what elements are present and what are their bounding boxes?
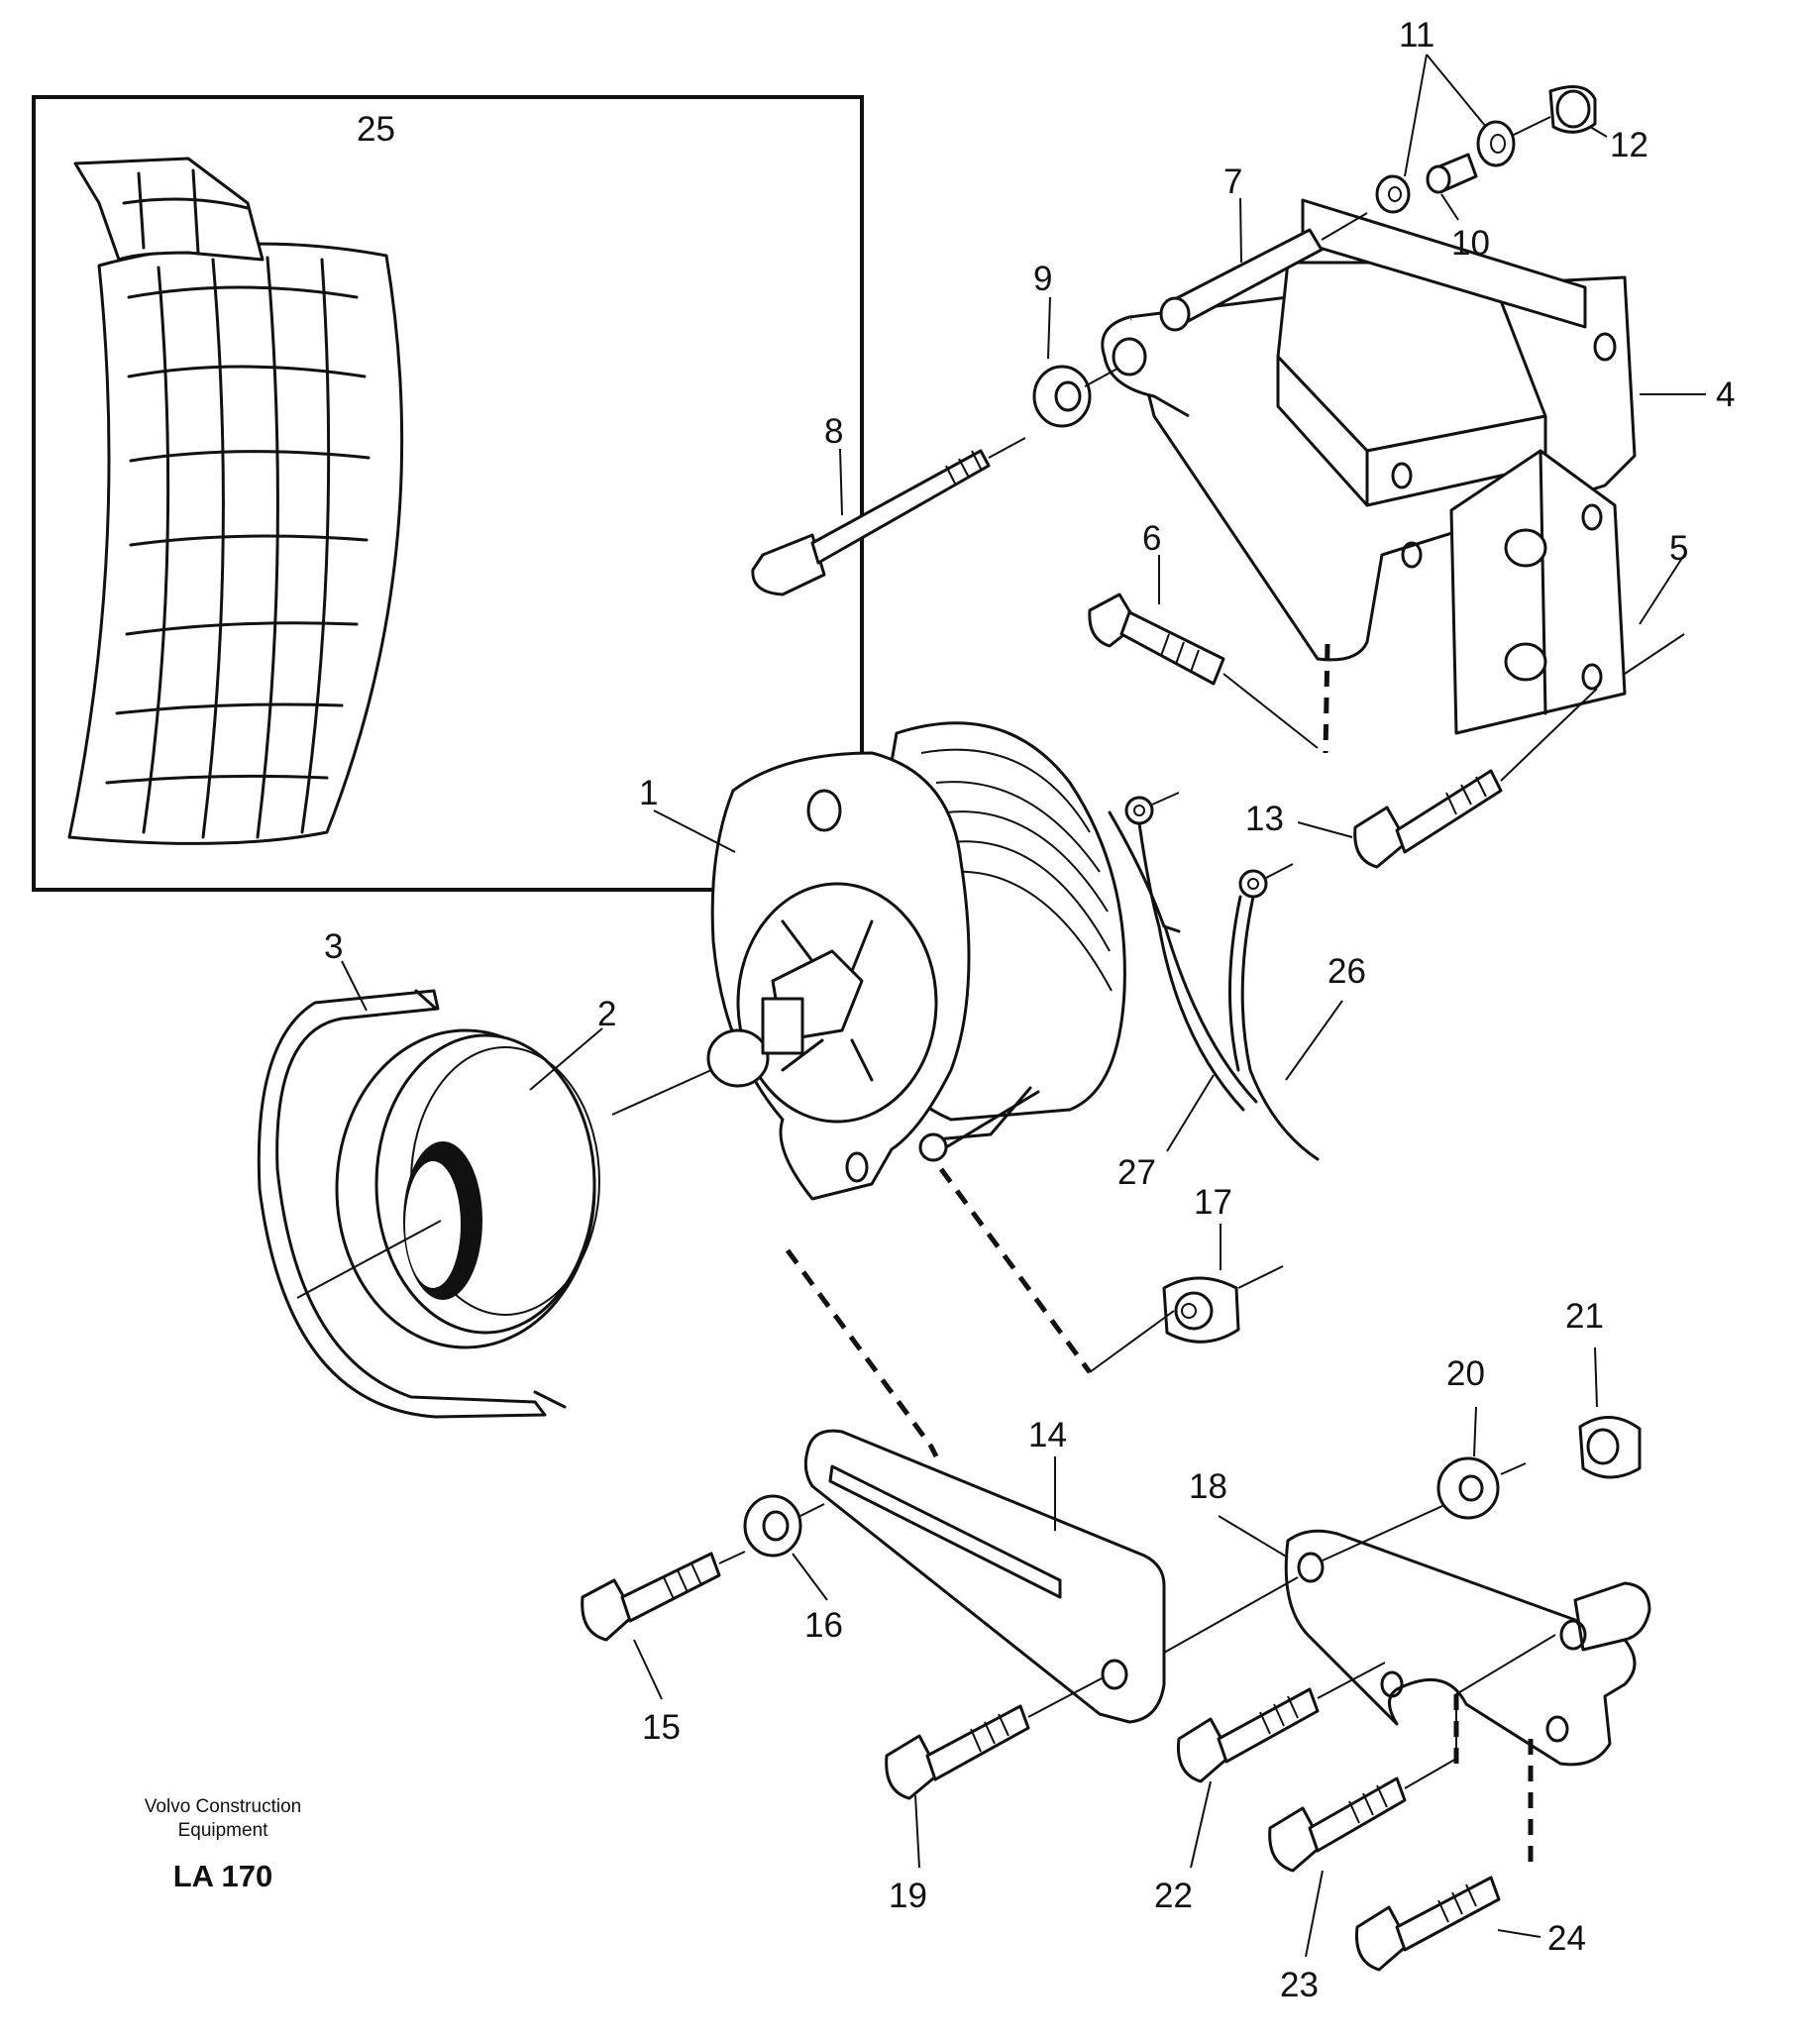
washer-part-20 — [1438, 1458, 1526, 1518]
callout-labels: 1 2 3 4 5 6 7 8 9 10 11 12 13 14 15 16 1… — [324, 16, 1735, 2004]
callout-6: 6 — [1142, 519, 1161, 558]
callout-24: 24 — [1547, 1919, 1586, 1958]
callout-2: 2 — [597, 995, 616, 1033]
bolt-part-24 — [1356, 1739, 1531, 1970]
washer-part-9 — [1034, 367, 1117, 426]
callout-4: 4 — [1716, 376, 1735, 414]
callout-13: 13 — [1245, 800, 1284, 838]
callout-12: 12 — [1610, 126, 1648, 164]
callout-27: 27 — [1117, 1153, 1156, 1192]
inset-frame — [32, 95, 864, 892]
callout-18: 18 — [1189, 1467, 1227, 1506]
manufacturer-line-2: Equipment — [177, 1820, 268, 1841]
bolt-part-8 — [753, 438, 1025, 594]
callout-7: 7 — [1223, 162, 1242, 201]
callout-10: 10 — [1451, 224, 1490, 263]
washer-part-16 — [745, 1496, 824, 1556]
belt-guard-part-3 — [259, 991, 565, 1417]
bolt-part-6 — [1090, 594, 1327, 753]
callout-17: 17 — [1194, 1183, 1232, 1222]
bolt-part-22 — [1178, 1663, 1385, 1781]
callout-21: 21 — [1565, 1297, 1604, 1336]
callout-3: 3 — [324, 927, 343, 966]
cable-part-26 — [1229, 864, 1318, 1159]
bolt-part-13 — [1355, 689, 1597, 867]
callout-15: 15 — [642, 1708, 681, 1747]
bolt-part-19 — [887, 1678, 1102, 1798]
bolt-part-15 — [583, 1552, 745, 1640]
callout-5: 5 — [1669, 529, 1688, 568]
leader-lines — [341, 54, 1706, 1958]
callout-23: 23 — [1280, 1966, 1319, 2004]
bolt-part-23 — [1270, 1635, 1555, 1871]
callout-11: 11 — [1399, 16, 1434, 54]
fan-guard-part-25 — [69, 159, 402, 843]
spacer-part-10 — [1428, 155, 1476, 192]
pulley-part-2 — [297, 1030, 599, 1347]
plate-part-5 — [1451, 451, 1684, 733]
callout-25: 25 — [357, 110, 395, 149]
callout-26: 26 — [1327, 952, 1366, 991]
nut-part-21 — [1580, 1417, 1640, 1477]
washer-part-11b — [1478, 117, 1550, 165]
callout-1: 1 — [639, 774, 658, 812]
pin-part-7 — [1161, 213, 1367, 330]
adjusting-strap-part-14 — [788, 1250, 1164, 1722]
nut-part-12 — [1550, 87, 1595, 133]
diagram-code: LA 170 — [172, 1859, 273, 1893]
callout-14: 14 — [1028, 1416, 1067, 1454]
alternator-part-1 — [612, 723, 1179, 1199]
manufacturer-label: Volvo Construction Equipment — [109, 1795, 337, 1843]
callout-22: 22 — [1154, 1877, 1193, 1915]
callout-9: 9 — [1033, 260, 1052, 298]
nut-part-17 — [941, 1169, 1283, 1372]
bracket-part-4 — [1103, 200, 1635, 660]
cable-part-27 — [1126, 793, 1256, 1110]
callout-16: 16 — [804, 1606, 843, 1645]
manufacturer-line-1: Volvo Construction — [144, 1796, 302, 1817]
bracket-part-18 — [1164, 1496, 1649, 1765]
callout-19: 19 — [889, 1877, 927, 1915]
washer-part-11a — [1377, 176, 1409, 212]
callout-8: 8 — [824, 412, 843, 451]
callout-20: 20 — [1446, 1354, 1485, 1393]
